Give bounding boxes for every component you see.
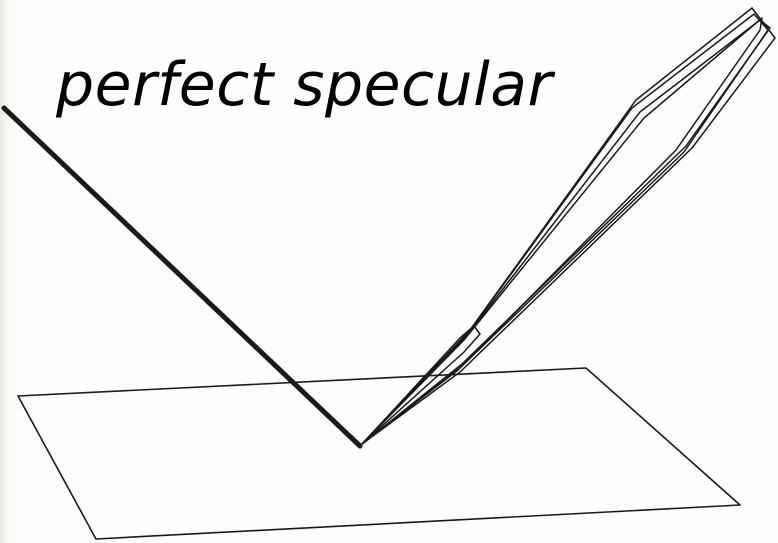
incident-ray bbox=[4, 108, 360, 446]
surface-plane bbox=[18, 368, 740, 539]
diagram-title: perfect specular bbox=[56, 50, 553, 120]
